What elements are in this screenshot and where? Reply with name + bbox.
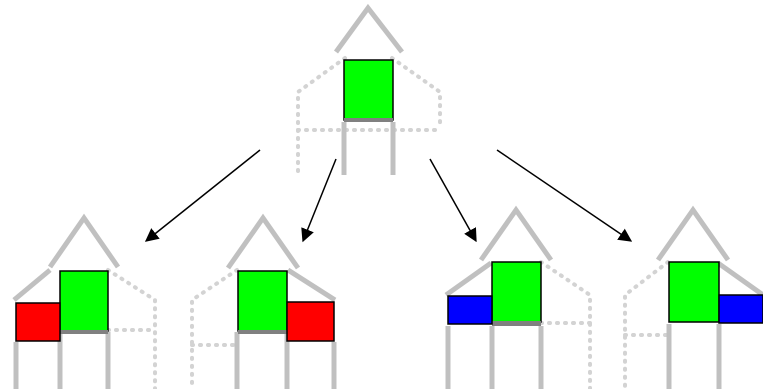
child-1-roof	[47, 213, 121, 269]
child-3-roof	[478, 205, 554, 262]
child-2-red-block	[286, 301, 335, 342]
child-2-base-bar	[238, 330, 287, 334]
parent-dotted-outline	[296, 56, 442, 177]
child-1-green-block	[59, 270, 109, 332]
arrow-to-child-2	[301, 158, 337, 243]
parent-green-block	[343, 59, 394, 121]
child-3-side-roof	[444, 260, 493, 298]
arrow-to-child-1	[144, 149, 261, 242]
parent-roof	[333, 3, 404, 54]
child-4	[623, 205, 763, 389]
child-1	[12, 213, 157, 389]
child-4-roof	[655, 205, 731, 262]
child-2-roof	[225, 213, 301, 270]
child-2-green-block	[237, 270, 288, 332]
child-3-dotted-outline	[539, 260, 592, 389]
child-3-green-block	[491, 261, 542, 323]
child-1-base-bar	[60, 330, 108, 334]
child-4-side-roof	[716, 260, 763, 298]
child-2-side-roof	[286, 267, 337, 303]
parent-node	[296, 3, 442, 177]
child-3-base-bar	[492, 321, 541, 326]
arrow-to-child-3	[429, 158, 477, 243]
child-2	[190, 213, 337, 389]
child-1-dotted-outline	[106, 268, 157, 389]
child-1-red-block	[15, 302, 61, 342]
arrow-to-child-4	[496, 149, 633, 242]
child-4-dotted-outline	[623, 260, 670, 389]
child-1-side-roof	[12, 268, 52, 302]
child-2-dotted-outline	[190, 268, 239, 389]
parent-base-bar	[344, 118, 393, 122]
arrows	[144, 149, 633, 243]
child-4-green-block	[668, 261, 720, 323]
child-3	[444, 205, 592, 389]
child-3-blue-block	[447, 295, 493, 325]
child-4-blue-block	[718, 294, 763, 324]
